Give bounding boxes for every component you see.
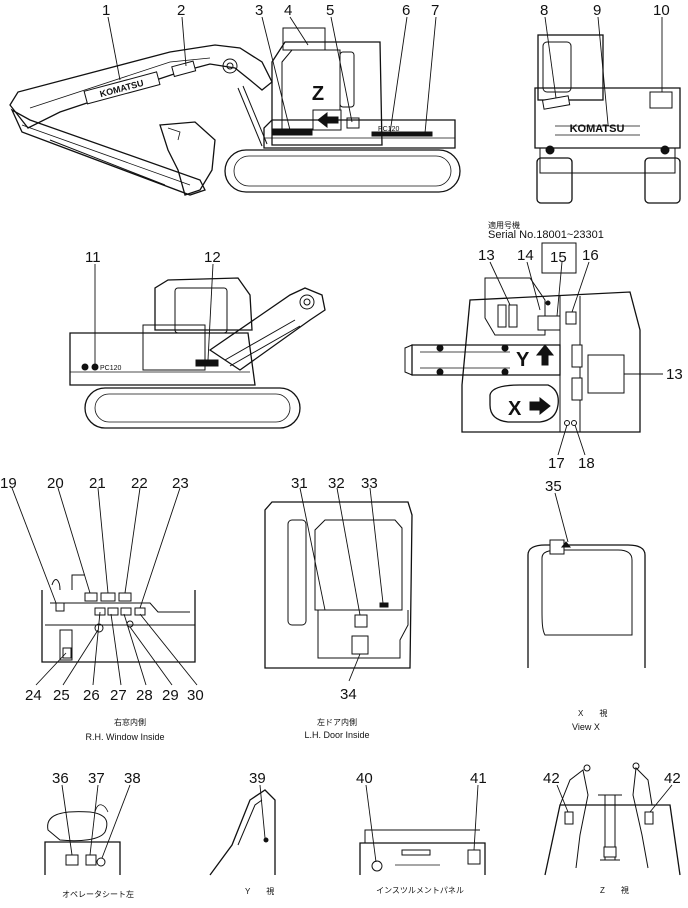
caption-view-z-jp: Z 視 [600, 886, 629, 895]
caption-instrument-panel-jp: インスツルメントパネル [376, 886, 464, 895]
callout-number: 11 [85, 249, 101, 266]
excavator-rear-view: KOMATSU [534, 34, 681, 204]
callout-number: 20 [47, 475, 64, 492]
callout-number: 42 [543, 770, 560, 787]
serial-en: Serial No.18001~23301 [488, 229, 604, 241]
callout-number: 4 [284, 2, 292, 19]
callout-number: 41 [470, 770, 487, 787]
excavator-top-view: 適用号機 Serial No.18001~23301 Y X [404, 220, 641, 433]
callout-number: 22 [131, 475, 148, 492]
caption-view-x-jp: X 視 [578, 709, 607, 718]
callout-number: 18 [578, 455, 595, 472]
callout-number: 33 [361, 475, 378, 492]
rh-window-inside-view: 右窓内側 R.H. Window Inside [41, 574, 196, 742]
excavator-side-view: KOMATSU Z PC120 [9, 27, 461, 196]
callout-number: 9 [593, 2, 601, 19]
callout-number: 38 [124, 770, 141, 787]
marker-y: Y [516, 349, 530, 371]
callout-number: 7 [431, 2, 439, 19]
callout-number: 13 [666, 366, 683, 383]
callout-number: 8 [540, 2, 548, 19]
marker-z: Z [312, 83, 324, 105]
caption-rh-window-jp: 右窓内側 [114, 717, 146, 727]
callout-number: 2 [177, 2, 185, 19]
view-z: Z 視 [544, 762, 681, 895]
callout-number: 31 [291, 475, 308, 492]
callout-number: 3 [255, 2, 263, 19]
callout-number: 37 [88, 770, 105, 787]
callout-number: 15 [550, 249, 567, 266]
callout-number: 23 [172, 475, 189, 492]
serial-jp: 適用号機 [488, 220, 520, 230]
view-y: Y 視 [209, 789, 276, 896]
callout-number: 6 [402, 2, 410, 19]
callout-number: 12 [204, 249, 221, 266]
caption-view-y-jp: Y 視 [245, 887, 274, 896]
callout-number: 42 [664, 770, 681, 787]
callout-number: 28 [136, 687, 153, 704]
callout-number: 30 [187, 687, 204, 704]
callout-numbers: 1 2 3 4 5 6 7 8 9 10 11 12 13 14 15 16 1… [0, 2, 683, 787]
excavator-side-view-2: PC120 [69, 277, 326, 429]
callout-number: 34 [340, 686, 357, 703]
callout-number: 39 [249, 770, 266, 787]
callout-number: 40 [356, 770, 373, 787]
callout-number: 5 [326, 2, 334, 19]
model-label-rear: PC120 [378, 126, 400, 133]
callout-number: 19 [0, 475, 17, 492]
callout-number: 29 [162, 687, 179, 704]
callout-number: 14 [517, 247, 534, 264]
callout-number: 1 [102, 2, 110, 19]
lh-door-inside-view: 左ドア内側 L.H. Door Inside [264, 501, 413, 740]
leader-lines [11, 16, 673, 863]
callout-number: 16 [582, 247, 599, 264]
callout-number: 24 [25, 687, 42, 704]
callout-number: 27 [110, 687, 127, 704]
view-x: X 視 View X [527, 539, 646, 732]
caption-lh-door-en: L.H. Door Inside [304, 730, 369, 740]
brand-label-rear: KOMATSU [570, 123, 625, 135]
callout-number: 17 [548, 455, 565, 472]
caption-rh-window-en: R.H. Window Inside [85, 732, 164, 742]
caption-operator-seat-jp: オペレータシート左 [62, 889, 134, 899]
callout-number: 36 [52, 770, 69, 787]
instrument-panel-view: インスツルメントパネル [359, 829, 486, 895]
callout-number: 35 [545, 478, 562, 495]
operator-seat-view: オペレータシート左 [44, 804, 134, 899]
callout-number: 32 [328, 475, 345, 492]
callout-number: 10 [653, 2, 670, 19]
callout-number: 26 [83, 687, 100, 704]
marker-x: X [508, 398, 522, 420]
callout-number: 25 [53, 687, 70, 704]
callout-number: 13 [478, 247, 495, 264]
caption-view-x-en: View X [572, 722, 600, 732]
callout-number: 21 [89, 475, 106, 492]
model-label-side: PC120 [100, 365, 122, 372]
caption-lh-door-jp: 左ドア内側 [317, 717, 357, 727]
